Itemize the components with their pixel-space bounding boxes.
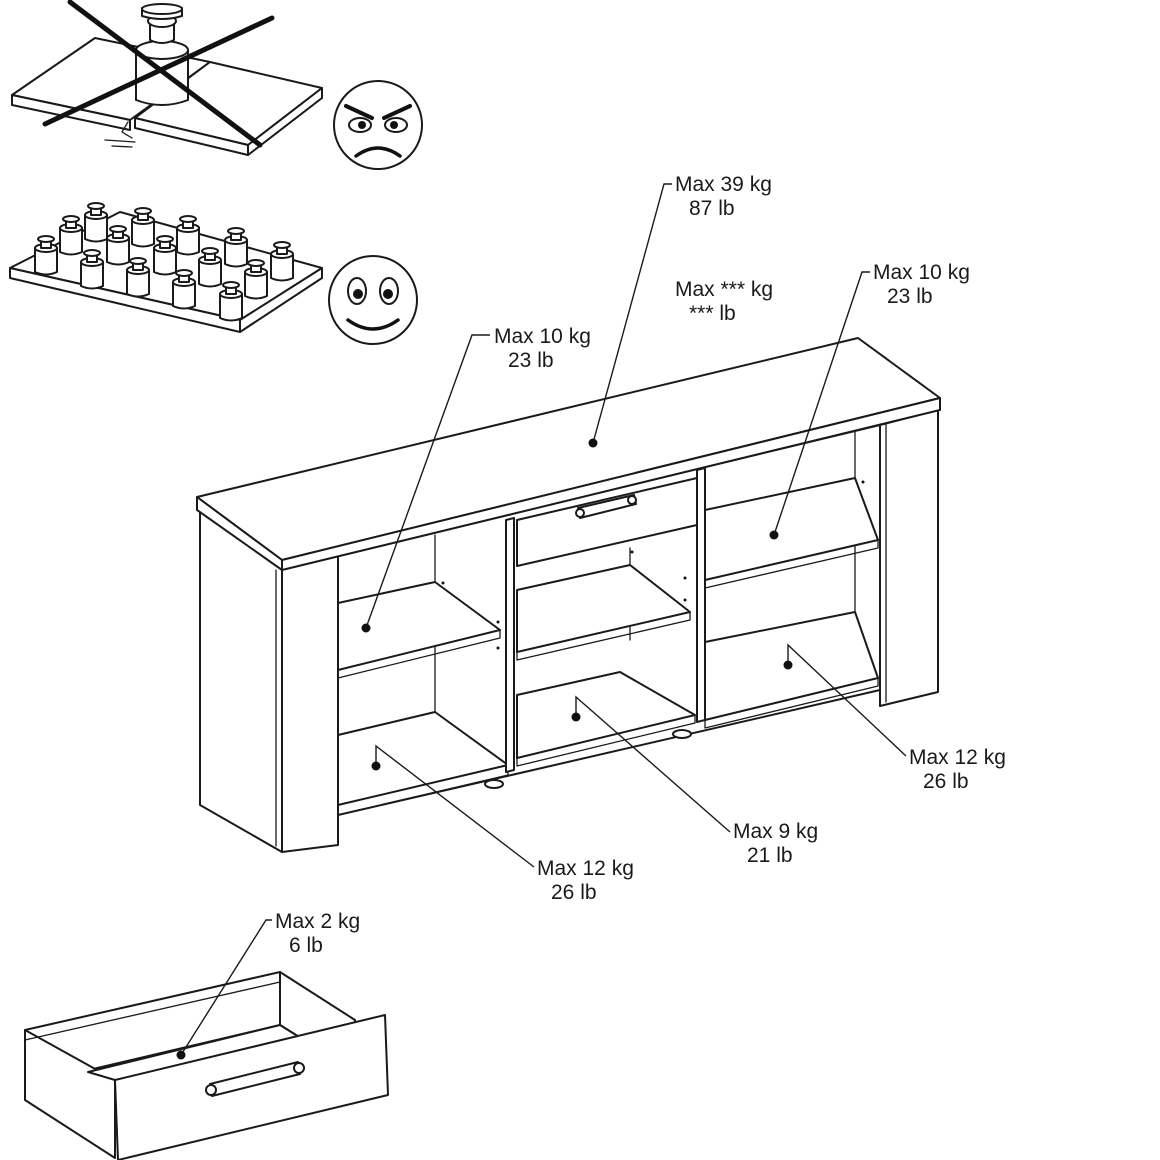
concentrated-weight-crossed-icon [11,0,323,156]
small-weight-icon [198,247,222,288]
svg-text:Max *** kg: Max *** kg [675,278,773,301]
small-weight-icon [219,281,243,322]
svg-text:*** lb: *** lb [689,302,736,325]
label-right-bottom: Max 12 kg 26 lb [909,746,1006,793]
load-point-center-bottom [571,712,581,722]
label-left-bottom: Max 12 kg 26 lb [537,857,634,904]
drawer-illustration [24,971,389,1160]
svg-text:Max 10 kg: Max 10 kg [494,325,591,348]
load-point-top [588,438,598,448]
small-weight-icon [224,227,248,268]
svg-text:87 lb: 87 lb [689,197,735,220]
svg-text:Max 39 kg: Max 39 kg [675,173,772,196]
small-weight-icon [176,215,200,256]
label-right-shelf: Max 10 kg 23 lb [873,261,970,308]
angry-face-icon [333,80,423,170]
small-weight-icon [34,235,58,276]
distributed-weights-icon [9,202,323,333]
small-weight-icon [84,202,108,243]
small-weight-icon [244,259,268,300]
label-center-bottom: Max 9 kg 21 lb [733,820,818,867]
load-point-drawer [176,1050,186,1060]
svg-text:Max 12 kg: Max 12 kg [537,857,634,880]
small-weight-icon [131,207,155,248]
leader-lines [176,183,907,1060]
svg-text:26 lb: 26 lb [923,770,969,793]
label-left-shelf: Max 10 kg 23 lb [494,325,591,372]
svg-text:Max 12 kg: Max 12 kg [909,746,1006,769]
small-weight-icon [270,241,294,282]
small-weight-icon [106,225,130,266]
svg-text:21 lb: 21 lb [747,844,793,867]
small-weight-icon [172,269,196,310]
label-drawer: Max 2 kg 6 lb [275,910,360,957]
label-top: Max 39 kg 87 lb [675,173,772,220]
sideboard-illustration [196,337,941,853]
svg-text:23 lb: 23 lb [508,349,554,372]
svg-text:26 lb: 26 lb [551,881,597,904]
small-weight-icon [80,249,104,290]
small-weight-icon [59,215,83,256]
svg-text:Max 10 kg: Max 10 kg [873,261,970,284]
capacity-labels: Max 39 kg 87 lb Max *** kg *** lb Max 10… [275,173,1006,957]
small-weight-icon [126,257,150,298]
label-tv: Max *** kg *** lb [675,278,773,325]
load-point-left-shelf [361,623,371,633]
svg-text:23 lb: 23 lb [887,285,933,308]
svg-text:6 lb: 6 lb [289,934,323,957]
smiling-face-icon [328,255,418,345]
svg-text:Max 2 kg: Max 2 kg [275,910,360,933]
svg-text:Max 9 kg: Max 9 kg [733,820,818,843]
load-point-left-bottom [371,761,381,771]
load-point-right-bottom [783,660,793,670]
load-point-right-shelf [769,530,779,540]
small-weight-icon [153,235,177,276]
